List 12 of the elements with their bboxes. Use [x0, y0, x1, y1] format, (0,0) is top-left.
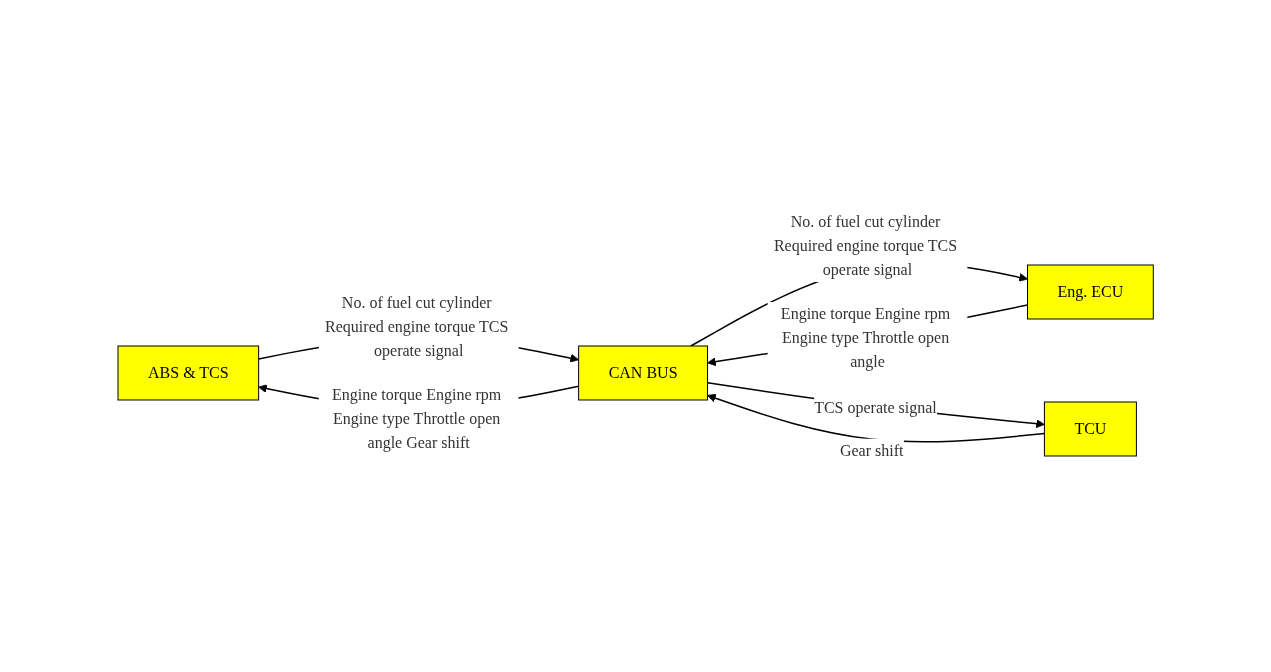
edge-label: No. of fuel cut cylinder Required engine torque TCS operate signal [324, 293, 509, 359]
node-box: TCU [1043, 401, 1137, 457]
edge-label: TCS operate signal [813, 398, 937, 416]
edge-label: Gear shift [839, 441, 904, 459]
arrow [706, 393, 1045, 443]
node-box: ABS & TCS [117, 345, 259, 401]
node-box: CAN BUS [577, 345, 708, 401]
edge-label: No. of fuel cut cylinder Required engine torque TCS operate signal [773, 212, 957, 278]
node-box: Eng. ECU [1026, 264, 1154, 320]
edge-label: Engine torque Engine rpm Engine type Throttle open angle Gear shift [331, 385, 502, 451]
edge-label: Engine torque Engine rpm Engine type Throttle open angle [780, 304, 950, 370]
arrow [706, 381, 1045, 428]
